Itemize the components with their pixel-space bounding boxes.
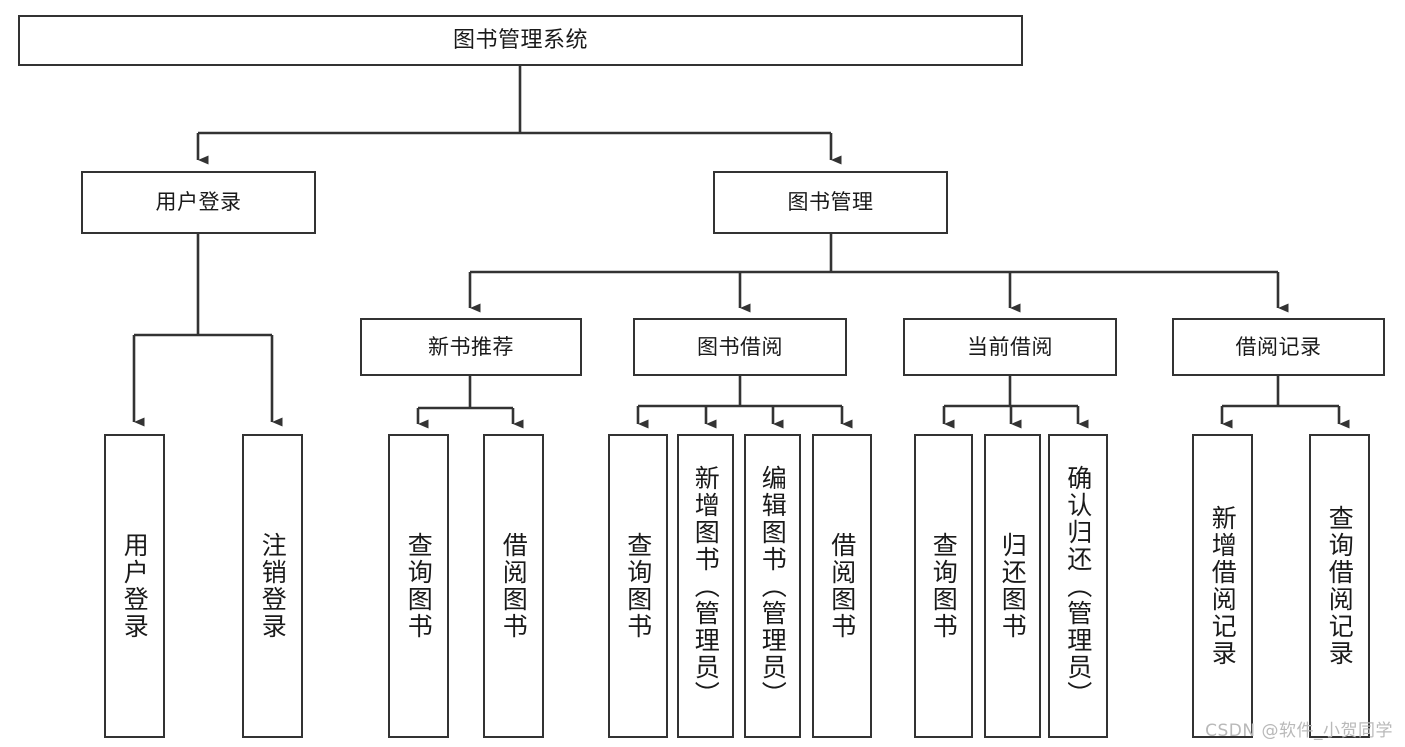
node-book-management[interactable]: 图书管理 bbox=[713, 171, 948, 234]
node-label: 编辑图书（管理员） bbox=[758, 464, 788, 708]
leaf-borrow-record-query-record[interactable]: 查询借阅记录 bbox=[1309, 434, 1370, 738]
leaf-current-borrow-confirm-return-admin[interactable]: 确认归还（管理员） bbox=[1048, 434, 1108, 738]
node-label: 查询图书 bbox=[929, 532, 959, 640]
leaf-new-book-borrow-books[interactable]: 借阅图书 bbox=[483, 434, 544, 738]
node-current-borrow[interactable]: 当前借阅 bbox=[903, 318, 1117, 376]
node-label: 查询图书 bbox=[623, 532, 653, 640]
node-book-borrow[interactable]: 图书借阅 bbox=[633, 318, 847, 376]
leaf-book-borrow-edit-book-admin[interactable]: 编辑图书（管理员） bbox=[744, 434, 801, 738]
node-label: 图书管理系统 bbox=[452, 27, 588, 53]
node-label: 查询图书 bbox=[404, 532, 434, 640]
node-label: 图书管理 bbox=[787, 190, 874, 215]
node-label: 用户登录 bbox=[155, 190, 242, 215]
leaf-current-borrow-query-books[interactable]: 查询图书 bbox=[914, 434, 973, 738]
node-label: 当前借阅 bbox=[967, 334, 1053, 359]
leaf-book-borrow-borrow-books[interactable]: 借阅图书 bbox=[812, 434, 872, 738]
node-user-login[interactable]: 用户登录 bbox=[81, 171, 316, 234]
node-label: 新增图书（管理员） bbox=[691, 464, 721, 708]
node-label: 图书借阅 bbox=[697, 334, 783, 359]
csdn-watermark: CSDN @软件_小贺同学 bbox=[1205, 721, 1393, 741]
leaf-borrow-record-add-record[interactable]: 新增借阅记录 bbox=[1192, 434, 1253, 738]
node-label: 借阅图书 bbox=[827, 532, 857, 640]
leaf-user-login-login[interactable]: 用户登录 bbox=[104, 434, 165, 738]
node-label: 借阅图书 bbox=[499, 532, 529, 640]
node-label: 查询借阅记录 bbox=[1325, 505, 1355, 667]
leaf-user-login-logout[interactable]: 注销登录 bbox=[242, 434, 303, 738]
leaf-book-borrow-add-book-admin[interactable]: 新增图书（管理员） bbox=[677, 434, 734, 738]
node-new-book-recommend[interactable]: 新书推荐 bbox=[360, 318, 582, 376]
node-label: 用户登录 bbox=[120, 532, 150, 640]
node-label: 新书推荐 bbox=[428, 334, 514, 359]
node-borrow-record[interactable]: 借阅记录 bbox=[1172, 318, 1385, 376]
node-label: 归还图书 bbox=[998, 532, 1028, 640]
node-label: 确认归还（管理员） bbox=[1063, 464, 1093, 708]
node-label: 新增借阅记录 bbox=[1208, 505, 1238, 667]
leaf-current-borrow-return-books[interactable]: 归还图书 bbox=[984, 434, 1041, 738]
leaf-new-book-query-books[interactable]: 查询图书 bbox=[388, 434, 449, 738]
leaf-book-borrow-query-books[interactable]: 查询图书 bbox=[608, 434, 668, 738]
node-label: 注销登录 bbox=[258, 532, 288, 640]
node-label: 借阅记录 bbox=[1235, 334, 1322, 359]
node-root-book-management-system[interactable]: 图书管理系统 bbox=[18, 15, 1023, 66]
